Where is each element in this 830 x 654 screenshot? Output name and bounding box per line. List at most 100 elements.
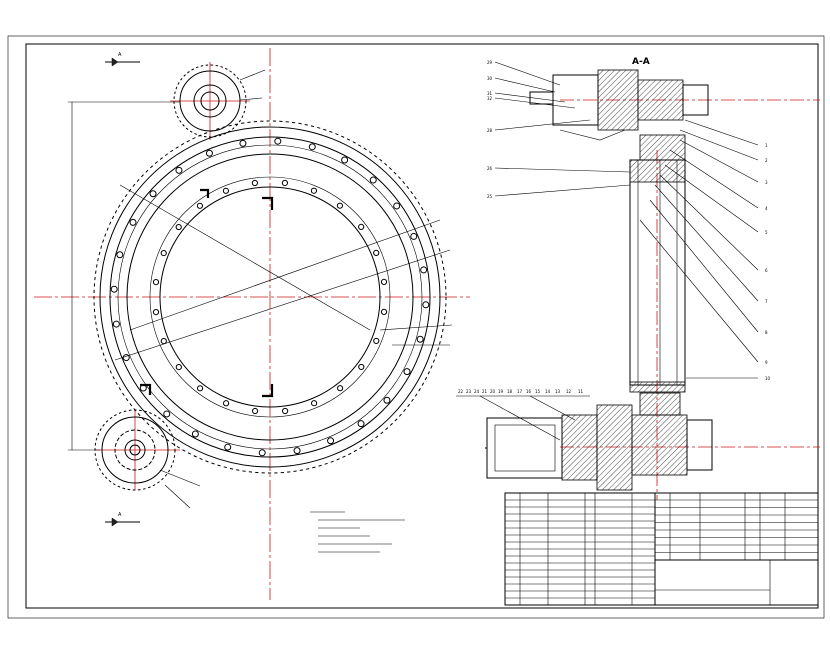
bolt-hole	[274, 137, 282, 145]
technical-notes	[310, 511, 405, 553]
bolt-hole	[239, 139, 247, 147]
bolt-hole	[341, 156, 349, 164]
svg-text:23: 23	[466, 389, 472, 394]
svg-text:11: 11	[578, 389, 584, 394]
section-view	[485, 69, 713, 491]
svg-text:14: 14	[545, 389, 551, 394]
bolt-hole	[163, 410, 171, 418]
svg-text:19: 19	[498, 389, 504, 394]
bolt-hole	[380, 278, 388, 285]
slewing-ring-front-view	[93, 120, 453, 474]
svg-text:31: 31	[487, 91, 493, 96]
view-arrow-label-top: A	[118, 52, 122, 58]
title-block	[654, 492, 819, 606]
bolt-hole	[110, 285, 118, 293]
svg-text:30: 30	[487, 76, 493, 81]
section-label: A-A	[632, 57, 650, 67]
bolt-hole	[129, 218, 137, 226]
bolt-hole	[327, 437, 335, 445]
svg-text:12: 12	[566, 389, 572, 394]
svg-text:18: 18	[507, 389, 513, 394]
bolt-hole	[336, 385, 344, 392]
leader-lines	[494, 61, 759, 379]
bolt-hole	[112, 320, 120, 328]
dimension-lines	[68, 101, 180, 451]
bolt-hole	[293, 447, 301, 455]
parts-list	[504, 492, 656, 606]
bolt-hole	[403, 368, 411, 376]
svg-text:3: 3	[765, 180, 768, 185]
bolt-hole	[336, 202, 344, 209]
svg-text:4: 4	[765, 206, 768, 211]
bolt-hole	[116, 251, 124, 259]
svg-text:32: 32	[487, 96, 493, 101]
bolt-hole	[373, 249, 380, 256]
bolt-hole	[410, 232, 418, 240]
svg-text:8: 8	[765, 330, 768, 335]
pinion-top	[173, 64, 266, 138]
bolt-hole	[222, 187, 229, 194]
view-arrow-label-bottom: A	[118, 512, 122, 518]
bolt-hole	[258, 449, 266, 457]
bolt-hole	[358, 363, 365, 371]
svg-text:17: 17	[517, 389, 523, 394]
callouts-left: 29 30 31 32 28 26 25	[487, 60, 493, 199]
bolt-hole	[420, 266, 428, 274]
bolt-hole	[282, 407, 289, 415]
bolt-hole	[152, 309, 160, 316]
svg-text:15: 15	[535, 389, 541, 394]
bolt-hole	[191, 430, 199, 438]
bolt-hole	[380, 308, 388, 316]
bolt-hole	[357, 420, 365, 428]
pinion-bottom	[94, 409, 201, 509]
bolt-hole	[196, 202, 204, 209]
svg-text:28: 28	[487, 128, 493, 133]
svg-text:29: 29	[487, 60, 493, 65]
bolt-hole	[152, 278, 160, 286]
bolt-hole	[175, 363, 182, 371]
bolt-hole	[224, 443, 232, 451]
svg-text:6: 6	[765, 268, 768, 273]
svg-text:5: 5	[765, 230, 768, 235]
bolt-hole	[422, 301, 430, 309]
center-lines	[34, 48, 820, 600]
callouts-right: 1 2 3 4 5 6 7 8 9 10	[765, 143, 771, 381]
bolt-hole	[369, 176, 377, 184]
svg-text:7: 7	[765, 299, 768, 304]
bolt-hole	[393, 202, 401, 210]
svg-text:26: 26	[487, 166, 493, 171]
bolt-hole	[149, 190, 157, 198]
bolt-hole	[310, 187, 318, 194]
bolt-hole	[308, 143, 316, 151]
callouts-bottom: 22 23 24 21 20 19 18 17 16 15 14 13 12 1…	[456, 389, 590, 441]
svg-text:2: 2	[765, 158, 768, 163]
bolt-hole	[222, 400, 230, 407]
bolt-hole	[196, 385, 204, 392]
bolt-hole	[175, 223, 182, 231]
svg-text:16: 16	[526, 389, 532, 394]
svg-text:13: 13	[555, 389, 561, 394]
svg-text:20: 20	[490, 389, 496, 394]
svg-text:9: 9	[765, 360, 768, 365]
sheet-inner-border	[25, 43, 819, 609]
bolt-hole	[205, 149, 213, 157]
svg-text:22: 22	[458, 389, 464, 394]
bolt-hole	[251, 179, 258, 187]
bolt-hole	[160, 338, 167, 345]
view-arrow-icon	[105, 57, 140, 527]
bolt-hole	[281, 179, 289, 187]
bolt-hole	[358, 223, 365, 231]
bolt-hole	[175, 166, 183, 174]
bolt-hole	[416, 335, 424, 343]
bolt-hole	[160, 249, 167, 257]
bolt-hole	[311, 400, 318, 407]
svg-text:21: 21	[482, 389, 488, 394]
bolt-hole	[383, 396, 391, 404]
svg-text:10: 10	[765, 376, 771, 381]
svg-text:24: 24	[474, 389, 480, 394]
bolt-hole	[373, 337, 380, 345]
svg-text:25: 25	[487, 194, 493, 199]
sheet-outer-border	[7, 35, 825, 619]
svg-text:1: 1	[765, 143, 768, 148]
